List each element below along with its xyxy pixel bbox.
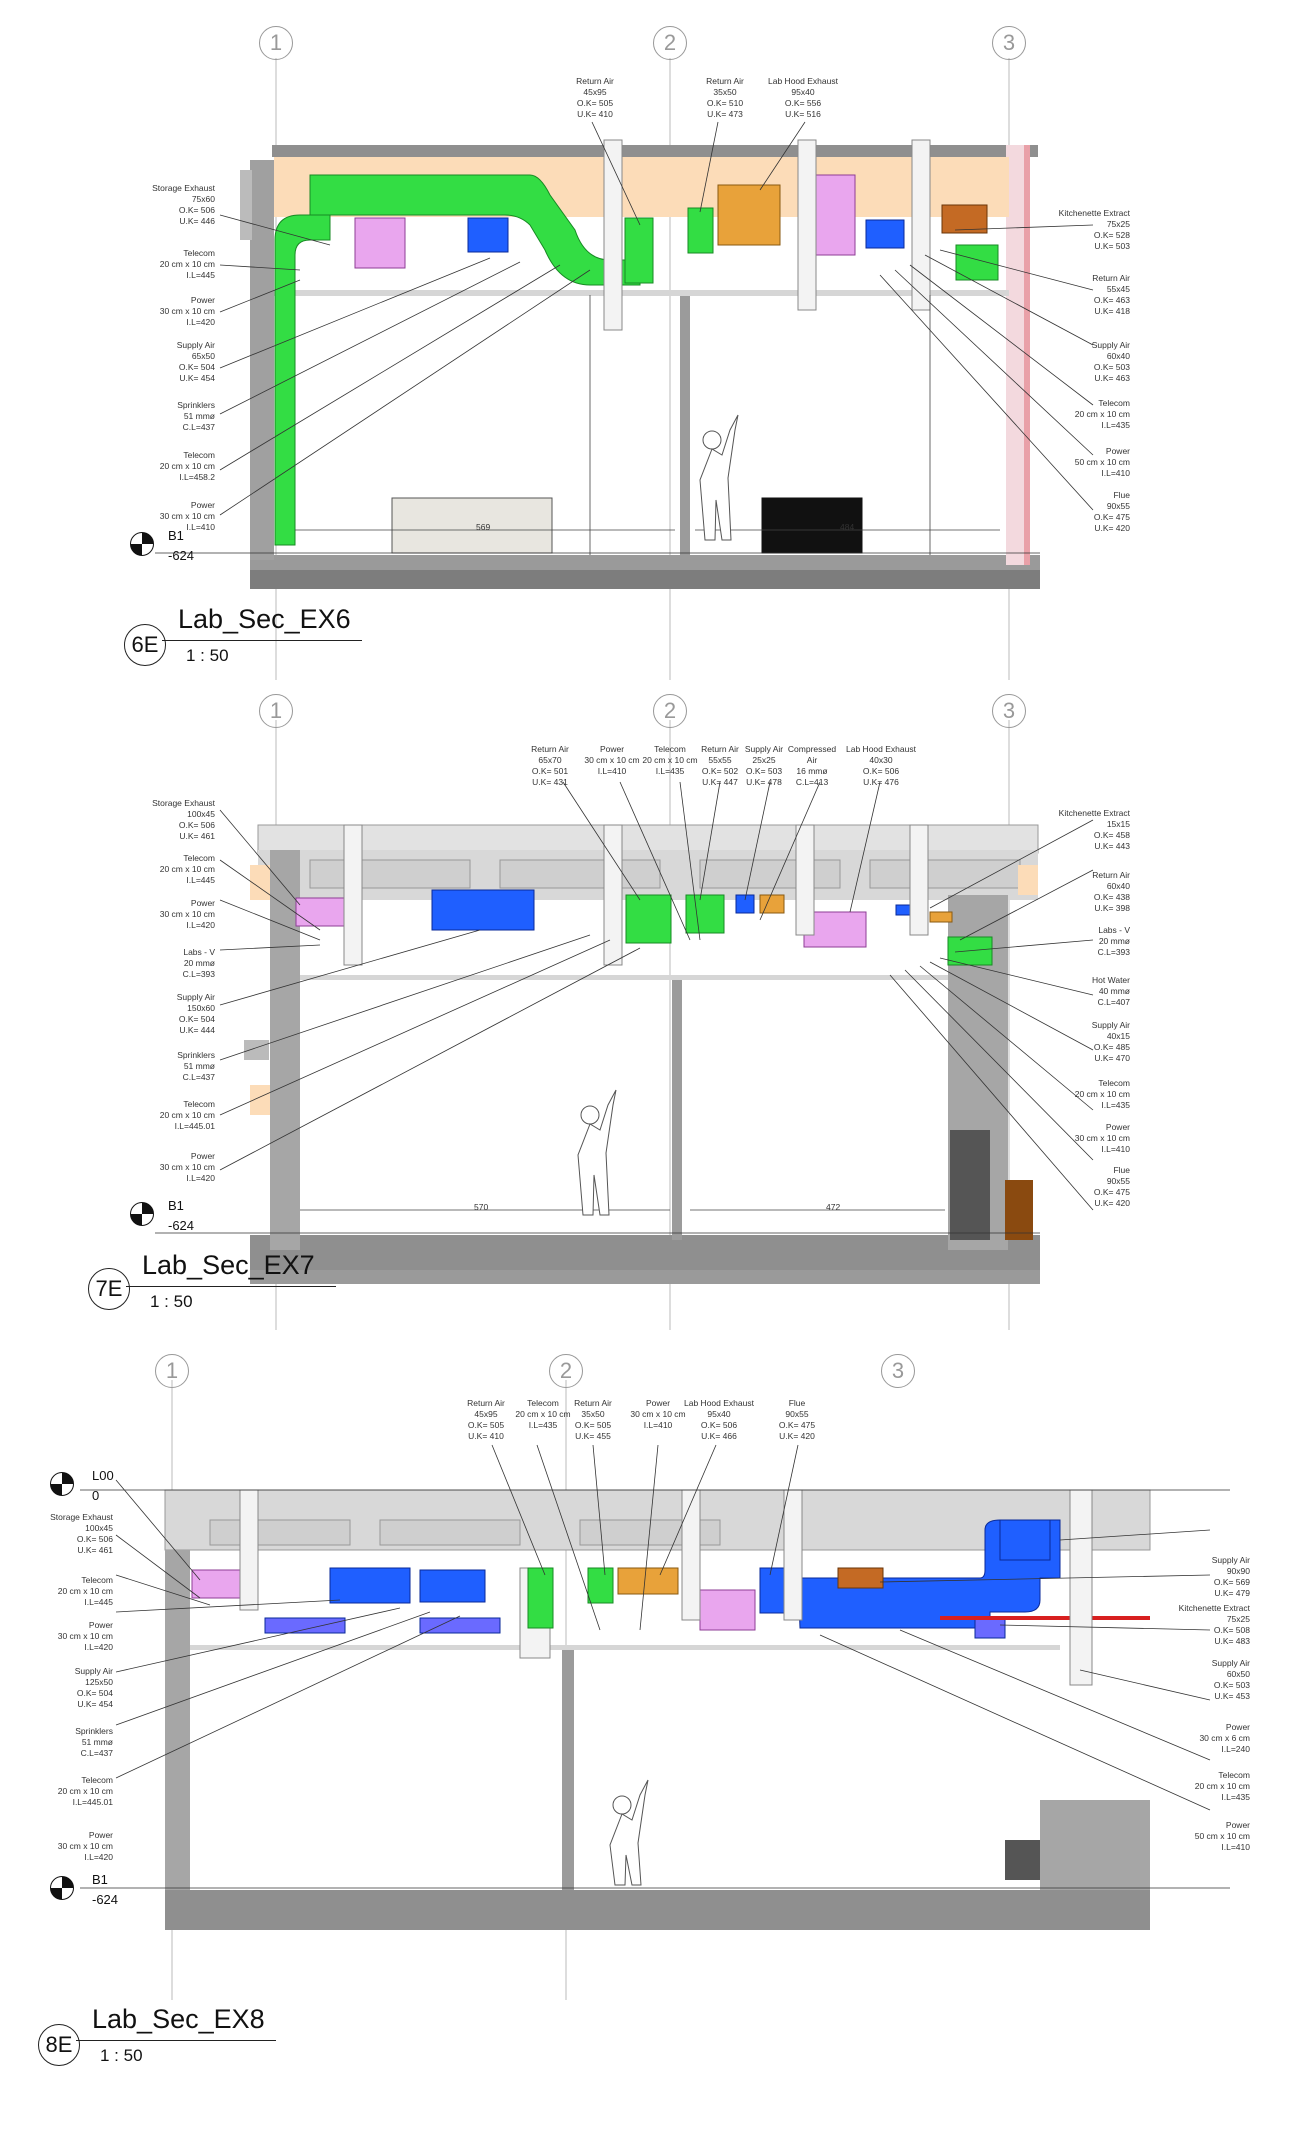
top-label: Telecom 20 cm x 10 cm I.L=435 bbox=[642, 744, 698, 776]
dimension-label: 570 bbox=[474, 1202, 489, 1212]
grid-marker-1: 1 bbox=[259, 26, 293, 60]
left-label: Telecom 20 cm x 10 cm I.L=445.01 bbox=[57, 1775, 113, 1807]
title-underline bbox=[162, 640, 362, 641]
top-label: Return Air 45x95 O.K= 505 U.K= 410 bbox=[576, 76, 614, 119]
level-value: -624 bbox=[168, 548, 195, 563]
level-name: B1 bbox=[92, 1872, 108, 1887]
right-label: Kitchenette Extract 75x25 O.K= 528 U.K= … bbox=[1058, 208, 1130, 251]
right-label: Kitchenette Extract 75x25 O.K= 508 U.K= … bbox=[1178, 1603, 1250, 1646]
left-label: Labs - V 20 mmø C.L=393 bbox=[182, 947, 215, 979]
level-value: -624 bbox=[168, 1218, 195, 1233]
right-label: Labs - V 20 mmø C.L=393 bbox=[1097, 925, 1130, 957]
left-label: Power 30 cm x 10 cm I.L=420 bbox=[159, 1151, 215, 1183]
section-title: Lab_Sec_EX6 bbox=[178, 604, 351, 634]
right-label: Telecom 20 cm x 10 cm I.L=435 bbox=[1194, 1770, 1250, 1802]
section-badge: 7E bbox=[88, 1268, 130, 1310]
level-value: -624 bbox=[92, 1892, 119, 1907]
top-label: Power 30 cm x 10 cm I.L=410 bbox=[584, 744, 640, 776]
top-label: Return Air 65x70 O.K= 501 U.K= 431 bbox=[531, 744, 569, 787]
left-label: Power 30 cm x 10 cm I.L=420 bbox=[159, 898, 215, 930]
level-marker-icon bbox=[130, 1202, 154, 1226]
grid-marker-1: 1 bbox=[259, 694, 293, 728]
left-label: Power 30 cm x 10 cm I.L=410 bbox=[159, 500, 215, 532]
section-ex7-drawing bbox=[155, 720, 1094, 1330]
right-label: Supply Air 90x90 O.K= 569 U.K= 479 bbox=[1211, 1555, 1250, 1598]
level-marker-icon bbox=[130, 532, 154, 556]
dimension-label: 472 bbox=[826, 1202, 841, 1212]
left-label: Telecom 20 cm x 10 cm I.L=458.2 bbox=[159, 450, 215, 482]
dimension-label: 484 bbox=[840, 522, 855, 532]
left-label: Power 30 cm x 10 cm I.L=420 bbox=[57, 1620, 113, 1652]
level-value: 0 bbox=[92, 1488, 100, 1503]
top-label: Lab Hood Exhaust 95x40 O.K= 556 U.K= 516 bbox=[768, 76, 838, 119]
right-label: Power 30 cm x 6 cm I.L=240 bbox=[1199, 1722, 1250, 1754]
left-label: Telecom 20 cm x 10 cm I.L=445 bbox=[57, 1575, 113, 1607]
section-title: Lab_Sec_EX8 bbox=[92, 2004, 265, 2034]
grid-marker-3: 3 bbox=[992, 26, 1026, 60]
left-label: Power 30 cm x 10 cm I.L=420 bbox=[57, 1830, 113, 1862]
left-label: Storage Exhaust 100x45 O.K= 506 U.K= 461 bbox=[50, 1512, 113, 1555]
top-label: Return Air 35x50 O.K= 510 U.K= 473 bbox=[706, 76, 744, 119]
left-label: Supply Air 150x60 O.K= 504 U.K= 444 bbox=[176, 992, 215, 1035]
section-ex6-drawing bbox=[155, 58, 1094, 680]
right-label: Hot Water 40 mmø C.L=407 bbox=[1092, 975, 1130, 1007]
top-label: Power 30 cm x 10 cm I.L=410 bbox=[630, 1398, 686, 1430]
top-label: Return Air 45x95 O.K= 505 U.K= 410 bbox=[467, 1398, 505, 1441]
right-label: Power 50 cm x 10 cm I.L=410 bbox=[1194, 1820, 1250, 1852]
section-badge: 6E bbox=[124, 624, 166, 666]
level-marker-icon bbox=[50, 1472, 74, 1496]
right-label: Supply Air 60x50 O.K= 503 U.K= 453 bbox=[1211, 1658, 1250, 1701]
left-label: Supply Air 65x50 O.K= 504 U.K= 454 bbox=[176, 340, 215, 383]
left-label: Sprinklers 51 mmø C.L=437 bbox=[75, 1726, 113, 1758]
grid-marker-1: 1 bbox=[155, 1354, 189, 1388]
right-label: Kitchenette Extract 15x15 O.K= 458 U.K= … bbox=[1058, 808, 1130, 851]
right-label: Return Air 60x40 O.K= 438 U.K= 398 bbox=[1092, 870, 1130, 913]
top-label: Flue 90x55 O.K= 475 U.K= 420 bbox=[778, 1398, 816, 1441]
level-marker-icon bbox=[50, 1876, 74, 1900]
left-label: Telecom 20 cm x 10 cm I.L=445 bbox=[159, 248, 215, 280]
section-scale: 1 : 50 bbox=[186, 646, 229, 665]
section-title: Lab_Sec_EX7 bbox=[142, 1250, 315, 1280]
right-label: Telecom 20 cm x 10 cm I.L=435 bbox=[1074, 398, 1130, 430]
level-name: L00 bbox=[92, 1468, 114, 1483]
top-label: Return Air 35x50 O.K= 505 U.K= 455 bbox=[574, 1398, 612, 1441]
right-label: Supply Air 40x15 O.K= 485 U.K= 470 bbox=[1091, 1020, 1130, 1063]
top-label: Telecom 20 cm x 10 cm I.L=435 bbox=[515, 1398, 571, 1430]
top-label: Compressed Air 16 mmø C.L=413 bbox=[787, 744, 837, 787]
left-label: Storage Exhaust 75x60 O.K= 506 U.K= 446 bbox=[152, 183, 215, 226]
top-label: Lab Hood Exhaust 40x30 O.K= 506 U.K= 476 bbox=[846, 744, 916, 787]
left-label: Power 30 cm x 10 cm I.L=420 bbox=[159, 295, 215, 327]
grid-marker-3: 3 bbox=[992, 694, 1026, 728]
left-label: Telecom 20 cm x 10 cm I.L=445.01 bbox=[159, 1099, 215, 1131]
grid-marker-2: 2 bbox=[653, 26, 687, 60]
title-underline bbox=[76, 2040, 276, 2041]
right-label: Flue 90x55 O.K= 475 U.K= 420 bbox=[1093, 490, 1130, 533]
level-name: B1 bbox=[168, 528, 184, 543]
left-label: Supply Air 125x50 O.K= 504 U.K= 454 bbox=[74, 1666, 113, 1709]
grid-marker-2: 2 bbox=[549, 1354, 583, 1388]
right-label: Flue 90x55 O.K= 475 U.K= 420 bbox=[1093, 1165, 1130, 1208]
left-label: Telecom 20 cm x 10 cm I.L=445 bbox=[159, 853, 215, 885]
top-label: Supply Air 25x25 O.K= 503 U.K= 478 bbox=[744, 744, 784, 787]
top-label: Return Air 55x55 O.K= 502 U.K= 447 bbox=[701, 744, 739, 787]
dimension-label: 569 bbox=[476, 522, 491, 532]
title-underline bbox=[126, 1286, 336, 1287]
left-label: Sprinklers 51 mmø C.L=437 bbox=[177, 400, 215, 432]
grid-marker-2: 2 bbox=[653, 694, 687, 728]
right-label: Power 30 cm x 10 cm I.L=410 bbox=[1074, 1122, 1130, 1154]
left-label: Sprinklers 51 mmø C.L=437 bbox=[177, 1050, 215, 1082]
right-label: Telecom 20 cm x 10 cm I.L=435 bbox=[1074, 1078, 1130, 1110]
left-label: Storage Exhaust 100x45 O.K= 506 U.K= 461 bbox=[152, 798, 215, 841]
section-badge: 8E bbox=[38, 2024, 80, 2066]
right-label: Return Air 55x45 O.K= 463 U.K= 418 bbox=[1092, 273, 1130, 316]
level-name: B1 bbox=[168, 1198, 184, 1213]
section-scale: 1 : 50 bbox=[150, 1292, 193, 1311]
section-scale: 1 : 50 bbox=[100, 2046, 143, 2065]
grid-marker-3: 3 bbox=[881, 1354, 915, 1388]
right-label: Power 50 cm x 10 cm I.L=410 bbox=[1074, 446, 1130, 478]
right-label: Supply Air 60x40 O.K= 503 U.K= 463 bbox=[1091, 340, 1130, 383]
section-ex8-drawing bbox=[80, 1380, 1230, 2000]
top-label: Lab Hood Exhaust 95x40 O.K= 506 U.K= 466 bbox=[684, 1398, 754, 1441]
